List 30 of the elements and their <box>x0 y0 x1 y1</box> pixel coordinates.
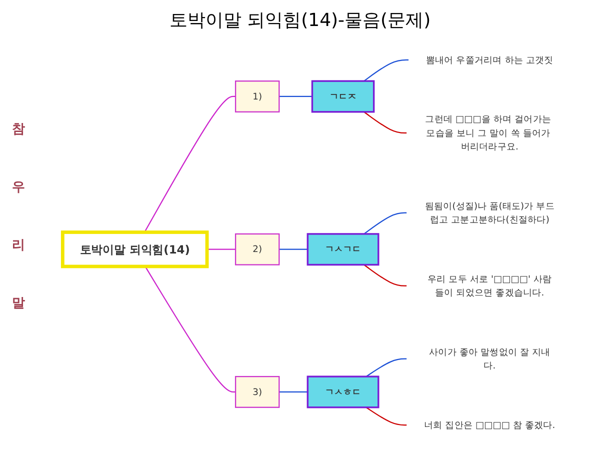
node-text: 너희 집안은 □□□□ 참 좋겠다. <box>424 419 556 430</box>
connector <box>279 391 308 393</box>
side-label: 우 <box>12 179 25 196</box>
side-label: 참 <box>12 121 25 138</box>
connector <box>144 96 236 233</box>
node-box: ㄱㅅㅎㄷ <box>306 376 380 408</box>
connector <box>364 264 407 286</box>
connector <box>366 358 407 378</box>
node-text: 우리 모두 서로 '□□□□' 사람들이 되었으면 좋겠습니다. <box>428 273 552 298</box>
node-box: 2) <box>234 233 280 266</box>
node-box: ㄱㄷㅈ <box>311 80 375 113</box>
side-label: 리 <box>12 237 25 254</box>
node-box: 1) <box>234 80 280 112</box>
node-text: 됨됨이(성질)나 품(태도)가 부드럽고 고분고분하다(친절하다) <box>424 200 554 225</box>
connector <box>144 266 236 393</box>
node-text: 뽐내어 우쭐거리며 하는 고갯짓 <box>426 54 554 66</box>
side-label: 말 <box>12 295 25 312</box>
node-box: ㄱㅅㄱㄷ <box>306 233 380 266</box>
connector <box>364 212 407 234</box>
connector <box>364 59 409 82</box>
connector <box>364 111 407 134</box>
node-text: 그런데 □□□을 하며 걸어가는 모습을 보니 그 말이 쏙 들어가 버리더라구요. <box>425 114 552 152</box>
diagram-title: 토박이말 되익힘(14)-물음(문제) <box>168 9 432 32</box>
connector <box>279 96 312 98</box>
node-text: 사이가 좋아 말썽없이 잘 지내다. <box>429 346 550 371</box>
node-box: 토박이말 되익힘(14) <box>60 230 209 268</box>
node-box: 3) <box>234 376 280 408</box>
connector <box>366 406 407 426</box>
connector <box>279 248 308 250</box>
connector <box>207 248 236 250</box>
